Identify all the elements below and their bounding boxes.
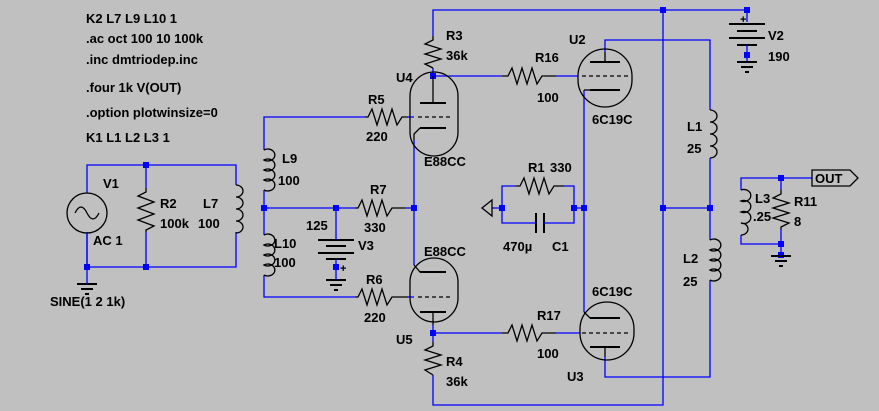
l1-value: 25 [687, 141, 701, 156]
l2-value: 25 [683, 274, 697, 289]
resistor-r3[interactable]: R3 36k [422, 28, 468, 69]
tube-u5[interactable]: E88CC U5 [396, 244, 467, 347]
v1-source: SINE(1 2 1k) [50, 294, 125, 309]
r2-value: 100k [160, 216, 190, 231]
resistor-r6[interactable]: R6 220 [355, 272, 408, 325]
resistor-r4[interactable]: R4 36k [422, 342, 468, 389]
resistor-r11[interactable]: R11 8 [770, 190, 817, 230]
l10-value: 100 [274, 255, 296, 270]
ground-tag-icon [480, 198, 493, 218]
tube-u2[interactable]: U2 6C19C [569, 32, 633, 127]
v2-name: V2 [768, 28, 784, 43]
resistor-r2[interactable]: R2 100k [136, 188, 190, 232]
directive-ac: .ac oct 100 10 100k [86, 31, 204, 46]
directive-k2: K2 L7 L9 L10 1 [86, 11, 177, 26]
v1-value: AC 1 [93, 233, 123, 248]
battery-v3[interactable]: 125 V3 [306, 218, 374, 267]
v3-name: V3 [358, 238, 374, 253]
r6-name: R6 [366, 272, 383, 287]
resistor-r16[interactable]: R16 100 [502, 50, 559, 105]
l2-name: L2 [683, 251, 698, 266]
u3-value: 6C19C [592, 284, 633, 299]
r5-name: R5 [368, 92, 385, 107]
r1-name: R1 [528, 160, 545, 175]
v3-value: 125 [306, 218, 328, 233]
r11-value: 8 [794, 214, 801, 229]
resistor-r7[interactable]: R7 330 [355, 182, 405, 235]
v1-name: V1 [103, 176, 119, 191]
r11-name: R11 [794, 194, 817, 209]
r16-name: R16 [535, 50, 559, 65]
r4-value: 36k [446, 374, 468, 389]
l3-value: .25 [753, 209, 771, 224]
l9-value: 100 [278, 173, 300, 188]
directive-option: .option plotwinsize=0 [86, 105, 218, 120]
capacitor-c1[interactable]: 470µ C1 [503, 213, 569, 254]
v2-value: 190 [768, 49, 790, 64]
u5-name: U5 [396, 332, 413, 347]
u2-name: U2 [569, 32, 586, 47]
u5-value: E88CC [424, 244, 467, 259]
directive-four: .four 1k V(OUT) [86, 80, 181, 95]
r17-value: 100 [537, 346, 559, 361]
directive-inc: .inc dmtriodep.inc [86, 52, 198, 67]
inductor-l10[interactable]: L10 100 [262, 233, 296, 277]
directive-k1: K1 L1 L2 L3 1 [86, 130, 170, 145]
u4-value: E88CC [424, 154, 467, 169]
r3-value: 36k [446, 48, 468, 63]
c1-name: C1 [552, 239, 569, 254]
r4-name: R4 [446, 354, 463, 369]
r1-value: 330 [550, 160, 572, 175]
u4-name: U4 [396, 70, 413, 85]
u2-value: 6C19C [592, 112, 633, 127]
r5-value: 220 [366, 129, 388, 144]
r16-value: 100 [537, 90, 559, 105]
r17-name: R17 [537, 308, 561, 323]
l7-name: L7 [203, 196, 218, 211]
u3-name: U3 [567, 369, 584, 384]
resistor-r5[interactable]: R5 220 [365, 92, 408, 144]
l10-name: L10 [274, 236, 296, 251]
r3-name: R3 [446, 28, 463, 43]
resistor-r1[interactable]: R1 330 [516, 160, 572, 197]
out-label: OUT [815, 171, 843, 186]
l9-name: L9 [282, 151, 297, 166]
v2-plus-sign: + [740, 14, 746, 26]
net-label-out[interactable]: OUT [811, 169, 859, 187]
l7-value: 100 [198, 216, 220, 231]
inductor-l9[interactable]: L9 100 [262, 148, 300, 192]
l1-name: L1 [687, 119, 702, 134]
v3-plus-sign: + [340, 263, 346, 275]
inductor-l2[interactable]: L2 25 [683, 238, 722, 289]
l3-name: L3 [755, 191, 770, 206]
inductor-l1[interactable]: L1 25 [687, 109, 718, 160]
r7-name: R7 [370, 182, 387, 197]
wires [86, 9, 812, 406]
c1-value: 470µ [503, 239, 532, 254]
inductor-l3[interactable]: L3 .25 [739, 188, 771, 236]
resistor-r17[interactable]: R17 100 [502, 308, 561, 361]
battery-v2[interactable]: V2 190 [729, 23, 790, 64]
r2-name: R2 [160, 196, 177, 211]
tube-u4[interactable]: U4 E88CC [396, 70, 467, 169]
source-v1[interactable]: V1 AC 1 SINE(1 2 1k) [50, 176, 125, 309]
tube-u3[interactable]: 6C19C U3 [567, 284, 635, 384]
inductor-l7[interactable]: L7 100 [198, 184, 244, 234]
spice-directives: K2 L7 L9 L10 1 .ac oct 100 10 100k .inc … [86, 11, 218, 145]
r7-value: 330 [364, 220, 386, 235]
r6-value: 220 [364, 310, 386, 325]
